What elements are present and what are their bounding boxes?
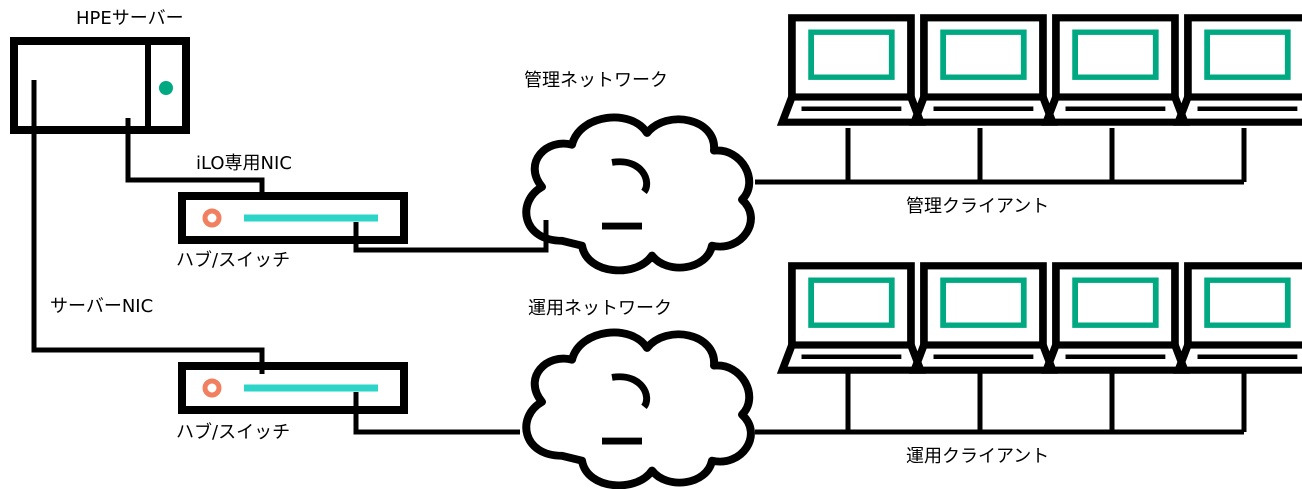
switch-icon: [178, 192, 408, 244]
cloud-icon: [526, 332, 751, 485]
hub-bottom-label: ハブ/スイッチ: [176, 422, 291, 443]
ilo-nic-label: iLO専用NIC: [196, 153, 292, 174]
port-ring-icon: [202, 208, 222, 228]
switch-icon: [178, 362, 408, 414]
mgmt-clients-label: 管理クライアント: [906, 196, 1050, 217]
cloud-icon: [526, 117, 751, 270]
port-ring-icon: [202, 378, 222, 398]
laptop-icon: [782, 266, 920, 370]
ilo-cable: [125, 118, 265, 196]
hub-top-label: ハブ/スイッチ: [176, 250, 291, 271]
laptop-icon: [914, 266, 1052, 370]
ops-clients-label: 運用クライアント: [906, 446, 1050, 467]
mgmt-uplink-cable: [353, 220, 549, 253]
ops-client-bus: [755, 372, 1247, 435]
laptop-icon: [782, 18, 920, 122]
laptop-icon: [1046, 266, 1184, 370]
laptop-icon: [1178, 18, 1302, 122]
mgmt-client-bus: [755, 128, 1247, 185]
laptop-icon: [914, 18, 1052, 122]
server-icon: [10, 37, 190, 134]
mgmt-network-label: 管理ネットワーク: [524, 70, 668, 91]
laptop-icon: [1178, 266, 1302, 370]
server-nic-label: サーバーNIC: [50, 296, 154, 317]
server-status-led: [159, 81, 173, 95]
ops-network-label: 運用ネットワーク: [528, 298, 672, 319]
server-label: HPEサーバー: [76, 8, 184, 29]
laptop-icon: [1046, 18, 1184, 122]
ops-uplink-cable: [353, 392, 520, 435]
